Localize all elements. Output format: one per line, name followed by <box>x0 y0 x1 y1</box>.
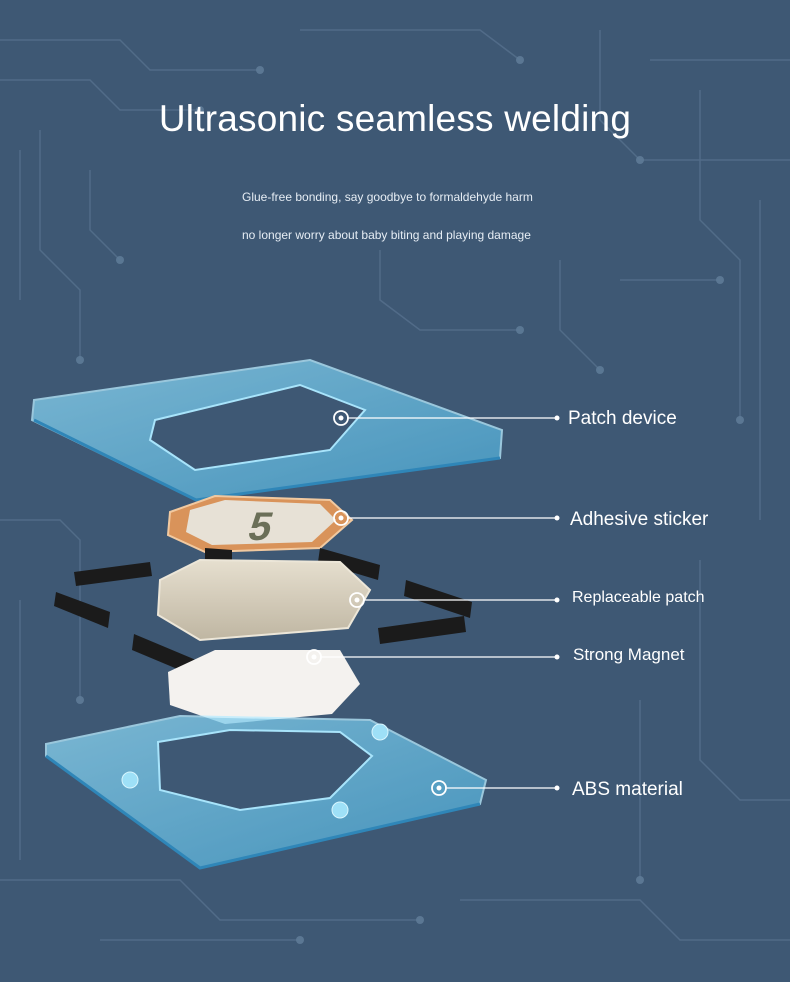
callout-lines <box>320 417 556 789</box>
subtitle-line-1: Glue-free bonding, say goodbye to formal… <box>242 190 533 204</box>
bottom-frame <box>45 714 488 870</box>
callout-dots <box>306 410 560 796</box>
replaceable-patch <box>156 558 372 642</box>
callout-abs-material: ABS material <box>572 779 683 800</box>
adhesive-sticker: 5 <box>166 494 354 554</box>
page-title: Ultrasonic seamless welding <box>158 98 632 139</box>
callout-adhesive-sticker: Adhesive sticker <box>570 509 709 530</box>
callout-replaceable-patch: Replaceable patch <box>572 589 705 606</box>
top-frame <box>30 358 504 502</box>
subtitle-line-2: no longer worry about baby biting and pl… <box>242 228 531 242</box>
callout-strong-magnet: Strong Magnet <box>573 645 685 664</box>
white-base <box>168 650 360 724</box>
exploded-product-diagram: 5 <box>30 358 560 870</box>
callout-patch-device: Patch device <box>568 408 677 429</box>
